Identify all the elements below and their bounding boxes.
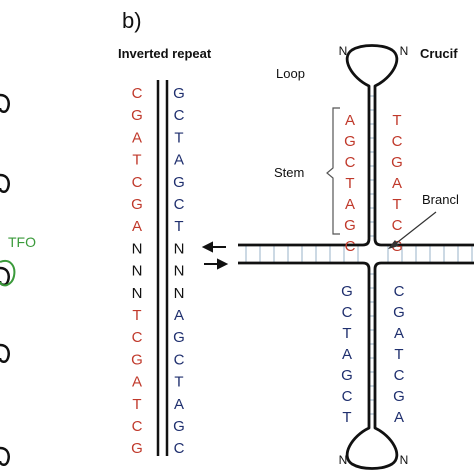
dna-loop-4 — [0, 343, 10, 363]
base-bottom-left-stem: A — [342, 346, 352, 363]
base-bottom-right-stem: G — [393, 304, 405, 321]
base-bottom-left-stem: G — [341, 367, 353, 384]
base-left-strand: G — [131, 196, 143, 213]
backbone-lower-arm — [238, 261, 474, 470]
base-bottom-left-stem: C — [342, 304, 353, 321]
base-top-left-stem: A — [345, 112, 355, 129]
tfo-label: TFO — [8, 234, 36, 250]
dna-loop-1 — [0, 93, 10, 113]
branch-pointer-head — [388, 240, 399, 249]
base-left-strand: A — [132, 129, 142, 146]
panel-label: b) — [122, 8, 142, 33]
base-pair-rungs — [245, 95, 473, 415]
base-right-strand: A — [174, 396, 184, 413]
inverted-repeat-heading: Inverted repeat — [118, 46, 212, 61]
loop-base: N — [339, 44, 348, 58]
base-top-left-stem: C — [345, 238, 356, 255]
base-top-left-stem: G — [344, 217, 356, 234]
base-left-strand: T — [132, 152, 141, 169]
stem-label: Stem — [274, 165, 304, 180]
base-left-strand: C — [132, 174, 143, 191]
base-bottom-right-stem: T — [394, 346, 403, 363]
base-left-strand: A — [132, 218, 142, 235]
base-left-strand: A — [132, 374, 142, 391]
base-top-left-stem: A — [345, 196, 355, 213]
base-right-strand: T — [174, 374, 183, 391]
base-right-strand: G — [173, 329, 185, 346]
base-left-strand: T — [132, 396, 141, 413]
base-right-strand: T — [174, 129, 183, 146]
base-bottom-right-stem: A — [394, 409, 404, 426]
cruciform-heading: Crucif — [420, 46, 458, 61]
base-right-strand: N — [174, 285, 185, 302]
base-right-strand: N — [174, 263, 185, 280]
branch-pointer — [393, 211, 437, 246]
loop-base: N — [400, 453, 409, 467]
loop-bases: N N N N — [339, 44, 409, 467]
base-left-strand: G — [131, 107, 143, 124]
base-top-right-stem: T — [392, 196, 401, 213]
backbone-upper-arm — [238, 44, 474, 247]
base-top-right-stem: C — [392, 133, 403, 150]
tfo-loop — [0, 260, 16, 287]
base-bottom-right-stem: C — [394, 367, 405, 384]
transition-arrows — [201, 241, 229, 270]
base-right-strand: T — [174, 218, 183, 235]
arrow-right-head — [217, 258, 229, 270]
arrow-left-head — [201, 241, 213, 253]
base-top-left-stem: G — [344, 133, 356, 150]
base-bottom-left-stem: T — [342, 409, 351, 426]
base-left-strand: N — [132, 285, 143, 302]
stem-bases: AGCTAGCTCGATCGGCTAGCTCGATCGA — [341, 112, 405, 426]
base-left-strand: N — [132, 240, 143, 257]
base-right-strand: C — [174, 440, 185, 457]
stem-bracket — [326, 107, 340, 235]
base-right-strand: G — [173, 174, 185, 191]
base-right-strand: C — [174, 107, 185, 124]
branch-label: Brancl — [422, 192, 459, 207]
base-top-right-stem: G — [391, 154, 403, 171]
loop-base: N — [400, 44, 409, 58]
base-left-strand: N — [132, 263, 143, 280]
base-bottom-left-stem: G — [341, 283, 353, 300]
base-left-strand: C — [132, 85, 143, 102]
base-bottom-right-stem: A — [394, 325, 404, 342]
base-right-strand: A — [174, 307, 184, 324]
base-right-strand: A — [174, 152, 184, 169]
base-left-strand: C — [132, 418, 143, 435]
base-right-strand: C — [174, 196, 185, 213]
loop-base: N — [339, 453, 348, 467]
base-left-strand: T — [132, 307, 141, 324]
base-top-left-stem: C — [345, 154, 356, 171]
base-top-right-stem: T — [392, 112, 401, 129]
base-bottom-left-stem: C — [342, 388, 353, 405]
base-top-left-stem: T — [345, 175, 354, 192]
panel-a-remnant — [0, 93, 16, 466]
base-bottom-right-stem: C — [394, 283, 405, 300]
base-top-right-stem: A — [392, 175, 402, 192]
base-right-strand: G — [173, 418, 185, 435]
loop-label: Loop — [276, 66, 305, 81]
base-bottom-right-stem: G — [393, 388, 405, 405]
base-left-strand: G — [131, 351, 143, 368]
base-top-right-stem: C — [392, 217, 403, 234]
base-left-strand: C — [132, 329, 143, 346]
dna-loop-3 — [0, 266, 10, 286]
base-right-strand: G — [173, 85, 185, 102]
base-right-strand: N — [174, 240, 185, 257]
dna-loop-2 — [0, 173, 10, 193]
base-left-strand: G — [131, 440, 143, 457]
dna-loop-5 — [0, 446, 10, 466]
base-right-strand: C — [174, 351, 185, 368]
base-bottom-left-stem: T — [342, 325, 351, 342]
